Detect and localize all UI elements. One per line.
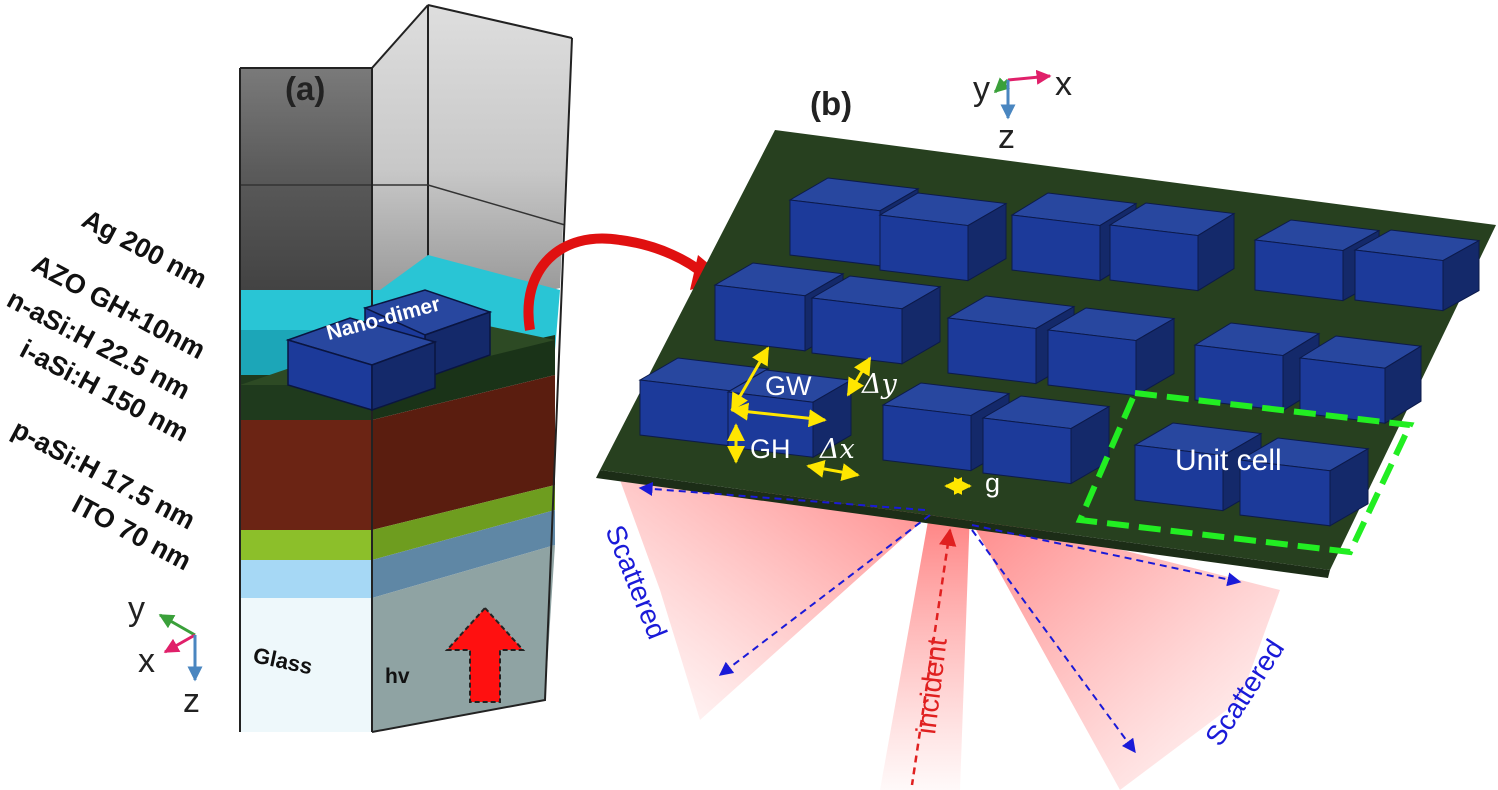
- axes-triad-b: y x z: [973, 65, 1072, 156]
- dimension-annotations: GW GH Δy Δx g: [727, 346, 1000, 498]
- axis-z-label: z: [998, 118, 1015, 156]
- axis-y-label: y: [973, 70, 990, 108]
- g-label: g: [985, 468, 1000, 498]
- layer-labels: Ag 200 nm AZO GH+10nm n-aSi:H 22.5 nm i-…: [2, 204, 212, 577]
- gw-label: GW: [765, 371, 812, 401]
- nano-dimer: [285, 289, 493, 412]
- axis-y-label: y: [128, 590, 145, 628]
- panel-b-label: (b): [810, 85, 852, 122]
- axis-z-label: z: [183, 682, 200, 720]
- layer-glass: [240, 598, 372, 732]
- axes-triad-a: y x z: [128, 590, 203, 720]
- nano-block: [878, 192, 1008, 282]
- nano-block: [1108, 202, 1236, 292]
- layer-ito: [240, 560, 372, 598]
- hv-label: hv: [385, 665, 410, 688]
- layer-ag-side: [372, 5, 572, 333]
- nano-block: [881, 382, 1011, 472]
- gh-label: GH: [750, 434, 791, 464]
- nano-block: [1298, 335, 1423, 425]
- nano-block: [1238, 437, 1370, 527]
- axis-x-label: x: [138, 642, 155, 680]
- nano-block: [981, 395, 1111, 485]
- nano-block: [1353, 229, 1481, 312]
- dy-label: Δy: [861, 369, 897, 400]
- panel-a-label: (a): [285, 70, 325, 107]
- light-beams: [620, 480, 1280, 790]
- unit-cell-label: Unit cell: [1175, 444, 1282, 477]
- axis-x-label: x: [1055, 65, 1072, 103]
- dx-label: Δx: [819, 434, 855, 465]
- unit-cell-box: [1075, 389, 1415, 556]
- nano-block: [810, 275, 942, 365]
- nano-block: [1046, 307, 1176, 397]
- layer-i-asi: [240, 420, 372, 530]
- hv-arrow: [444, 606, 526, 703]
- layer-p-asi: [240, 530, 372, 560]
- layer-ag-front: [240, 68, 372, 333]
- curved-arrow: [523, 233, 709, 331]
- device-stack: Nano-dimer: [239, 4, 573, 733]
